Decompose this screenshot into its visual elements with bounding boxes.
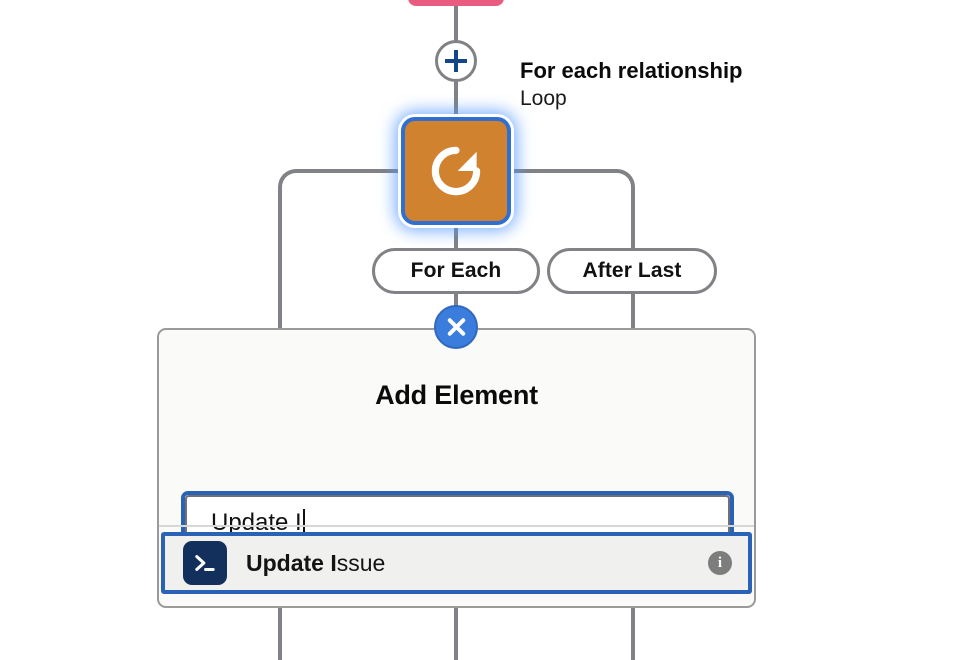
branch-pill-for-each[interactable]: For Each [372,248,540,294]
connector-right-vertical [631,190,635,248]
connector-afterlast-down [631,294,635,330]
connector-right-horizontal [508,169,613,173]
branch-pill-for-each-label: For Each [410,259,502,282]
loop-node[interactable] [401,117,511,225]
loop-node-caption: For each relationship Loop [520,57,850,113]
connector-line-plus-to-loop [454,80,458,120]
add-element-dialog-title: Add Element [375,380,538,410]
result-item-rest: ssue [336,549,386,576]
result-item-label: Update Issue [246,550,708,577]
connector-right-corner [609,169,635,195]
result-item-update-issue[interactable]: Update Issue i [161,532,752,594]
loop-node-title: For each relationship [520,58,743,83]
connector-bottom-center [454,608,458,660]
dialog-divider [159,525,754,527]
text-caret [302,509,305,537]
connector-bottom-left [278,608,282,660]
connector-bottom-right [631,608,635,660]
connector-left-corner [278,169,304,195]
connector-loop-to-foreach [454,222,458,250]
close-dialog-button[interactable] [434,305,478,349]
loop-refresh-icon [431,146,481,196]
branch-pill-after-last[interactable]: After Last [547,248,717,294]
loop-node-subtitle: Loop [520,87,567,110]
result-item-match: Update I [246,549,337,576]
add-element-dialog: Add Element Update I Update Issue i [157,328,756,608]
connector-left-horizontal [300,169,405,173]
plus-icon-vertical [454,50,458,72]
terminal-icon [183,541,227,585]
connector-line-top [454,6,458,44]
branch-pill-after-last-label: After Last [582,259,682,282]
add-step-plus-button[interactable] [435,40,477,82]
search-input-value: Update I [211,509,302,536]
upstream-node-stub[interactable] [408,0,504,6]
connector-left-vertical [278,190,282,330]
info-icon[interactable]: i [708,551,732,575]
